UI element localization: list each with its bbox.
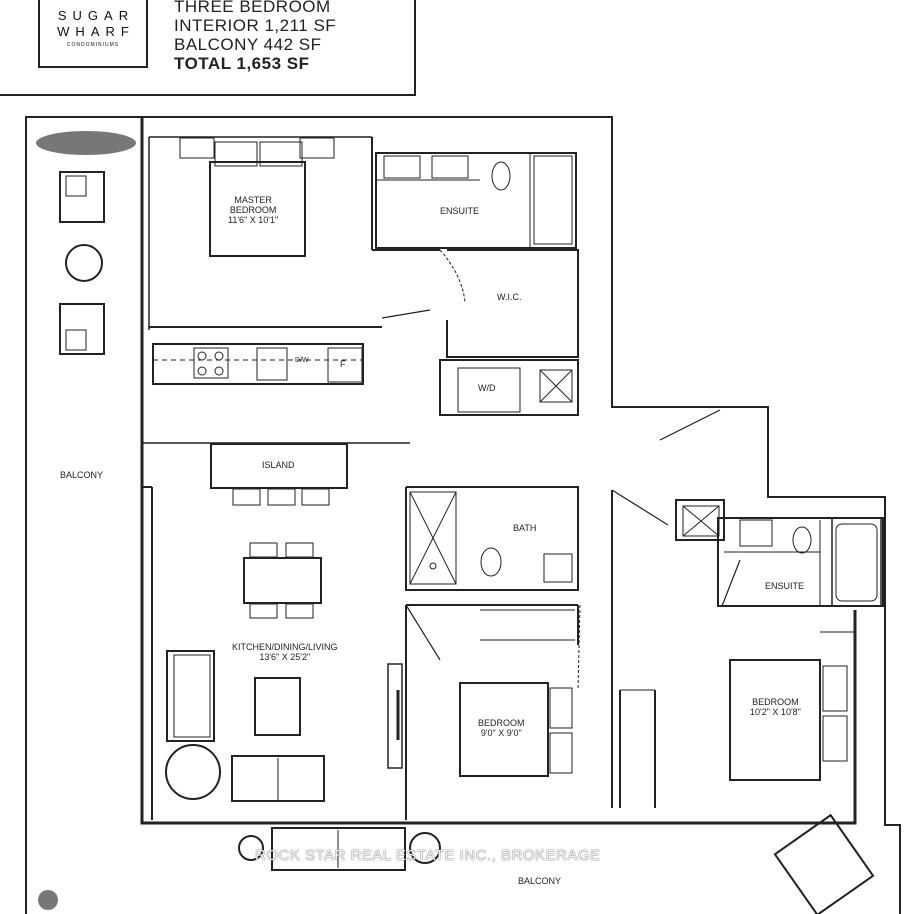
total-area: TOTAL 1,653 SF <box>174 54 310 73</box>
bed2-name: BEDROOM <box>478 718 525 728</box>
bedroom-2-label: BEDROOM 9'0" X 9'0" <box>478 718 525 738</box>
master-name-line2: BEDROOM <box>229 205 277 215</box>
dishwasher-label: D/W <box>295 357 309 364</box>
washer-dryer-label: W/D <box>478 383 496 393</box>
bed3-name: BEDROOM <box>752 697 799 707</box>
master-name-line1: MASTER <box>234 195 272 205</box>
south-balcony-label: BALCONY <box>518 876 562 886</box>
bedroom-3-label: BEDROOM 10'2" X 10'8" <box>750 697 801 717</box>
master-bedroom-label: MASTER BEDROOM 11'6" X 10'1" <box>228 195 278 225</box>
fridge-label: F <box>340 359 346 369</box>
logo-line-2: WHARF <box>57 24 135 39</box>
planter-icon <box>36 131 136 155</box>
logo-line-3: CONDOMINIUMS <box>66 42 120 48</box>
west-balcony-outline <box>25 116 901 914</box>
bed3-dims: 10'2" X 10'8" <box>750 707 801 717</box>
header-panel: SUGAR WHARF CONDOMINIUMS THREE BEDROOM I… <box>0 0 416 96</box>
bed2-dims: 9'0" X 9'0" <box>480 728 522 738</box>
unit-type: THREE BEDROOM <box>174 0 331 16</box>
ensuite-top-label: ENSUITE <box>440 206 480 216</box>
unit-outer-wall <box>140 117 857 825</box>
brokerage-watermark: ROCK STAR REAL ESTATE INC., BROKERAGE <box>255 847 601 864</box>
master-dims: 11'6" X 10'1" <box>228 215 279 225</box>
ensuite-right-label: ENSUITE <box>765 581 805 591</box>
logo-line-1: SUGAR <box>57 8 135 23</box>
kdl-name: KITCHEN/DINING/LIVING <box>232 642 338 652</box>
interior-area: INTERIOR 1,211 SF <box>174 16 337 35</box>
kdl-dims: 13'6" X 25'2" <box>259 652 311 662</box>
balcony-area: BALCONY 442 SF <box>174 35 322 54</box>
sugar-wharf-logo: SUGAR WHARF CONDOMINIUMS <box>38 0 148 68</box>
kitchen-dining-living-label: KITCHEN/DINING/LIVING 13'6" X 25'2" <box>232 642 338 662</box>
wic-label: W.I.C. <box>497 292 522 302</box>
island-label: ISLAND <box>262 460 295 470</box>
unit-specs: THREE BEDROOM INTERIOR 1,211 SF BALCONY … <box>174 0 336 73</box>
bath-label: BATH <box>513 523 537 533</box>
west-balcony-label: BALCONY <box>60 470 104 480</box>
